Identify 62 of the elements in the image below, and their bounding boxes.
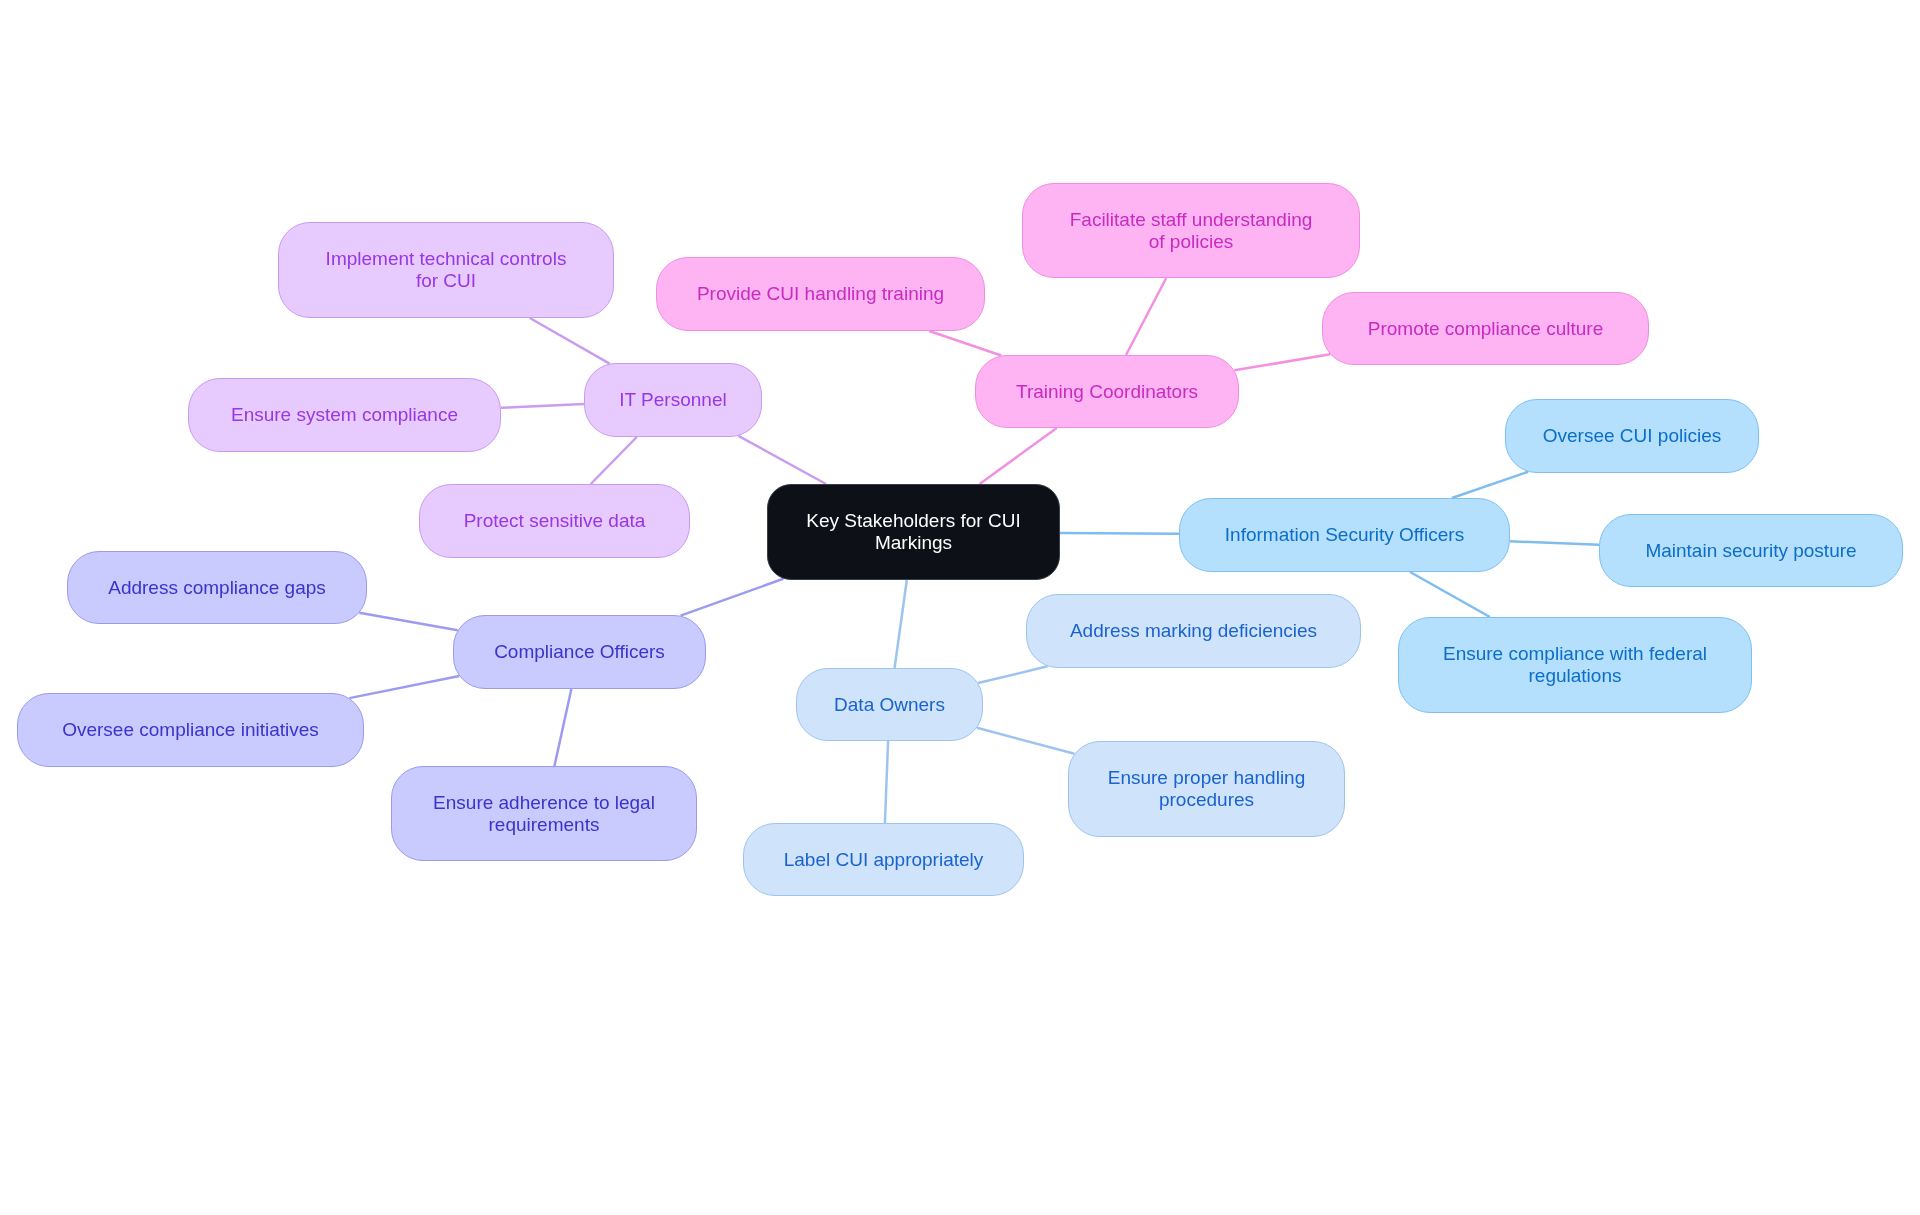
connector-line (978, 427, 1058, 485)
node-text: Ensure adherence to legal requirements (432, 791, 656, 836)
connector-line (883, 740, 890, 824)
connector-line (893, 579, 909, 669)
node-text: Facilitate staff understanding of policies (1068, 208, 1314, 253)
node-text: Address compliance gaps (108, 576, 326, 599)
node-text: Ensure proper handling procedures (1106, 767, 1307, 811)
connector-line (928, 329, 1002, 357)
branch-topic-box (584, 363, 762, 437)
node-text: Implement technical controls for CUI (324, 248, 568, 292)
connector-line (553, 688, 573, 767)
subtopic-box (188, 378, 501, 452)
node-text: Maintain security posture (1645, 539, 1857, 562)
subtopic-box (743, 823, 1024, 896)
connector-line (1509, 540, 1600, 546)
node-text: Provide CUI handling training (696, 283, 945, 305)
branch-topic-box (796, 668, 983, 741)
connector-line (1060, 531, 1179, 536)
subtopic-box (1505, 399, 1759, 473)
connector-line (1451, 470, 1529, 500)
node-text: Key Stakeholders for CUI Markings (805, 510, 1022, 554)
node-text: Promote compliance culture (1367, 317, 1604, 340)
node-text: Protect sensitive data (463, 510, 646, 532)
branch-topic-box (453, 615, 706, 689)
subtopic-box (419, 484, 690, 558)
connector-line (500, 402, 585, 410)
node-text: Ensure compliance with federal regulations (1442, 643, 1708, 687)
node-text: Data Owners (834, 693, 945, 716)
connector-line (589, 436, 638, 485)
node-text: IT Personnel (619, 389, 727, 411)
subtopic-box (391, 766, 697, 861)
node-text: Training Coordinators (1016, 380, 1198, 403)
subtopic-box (1599, 514, 1903, 587)
node-text: Information Security Officers (1224, 524, 1465, 546)
central-topic-box (767, 484, 1060, 580)
subtopic-box (278, 222, 614, 318)
connector-line (976, 726, 1075, 755)
node-text: Compliance Officers (494, 641, 665, 663)
branch-topic-box (975, 355, 1239, 428)
node-text: Address marking deficiencies (1069, 620, 1318, 642)
subtopic-box (1398, 617, 1752, 713)
subtopic-box (1022, 183, 1360, 278)
connector-line (1234, 353, 1331, 372)
connector-line (359, 611, 458, 632)
node-text: Label CUI appropriately (783, 848, 984, 871)
subtopic-box (1322, 292, 1649, 365)
branch-topic-box (1179, 498, 1510, 572)
subtopic-box (1068, 741, 1345, 837)
subtopic-box (656, 257, 985, 331)
subtopic-box (1026, 594, 1361, 668)
connector-line (349, 674, 460, 700)
node-text: Oversee CUI policies (1542, 425, 1722, 447)
connector-line (529, 316, 611, 365)
connector-line (1124, 277, 1168, 356)
connector-line (1409, 570, 1491, 619)
node-text: Ensure system compliance (230, 404, 458, 426)
connector-line (680, 577, 784, 617)
subtopic-box (67, 551, 367, 624)
connector-line (977, 665, 1048, 685)
subtopic-box (17, 693, 364, 767)
node-text: Oversee compliance initiatives (62, 719, 319, 741)
connector-line (737, 434, 827, 486)
